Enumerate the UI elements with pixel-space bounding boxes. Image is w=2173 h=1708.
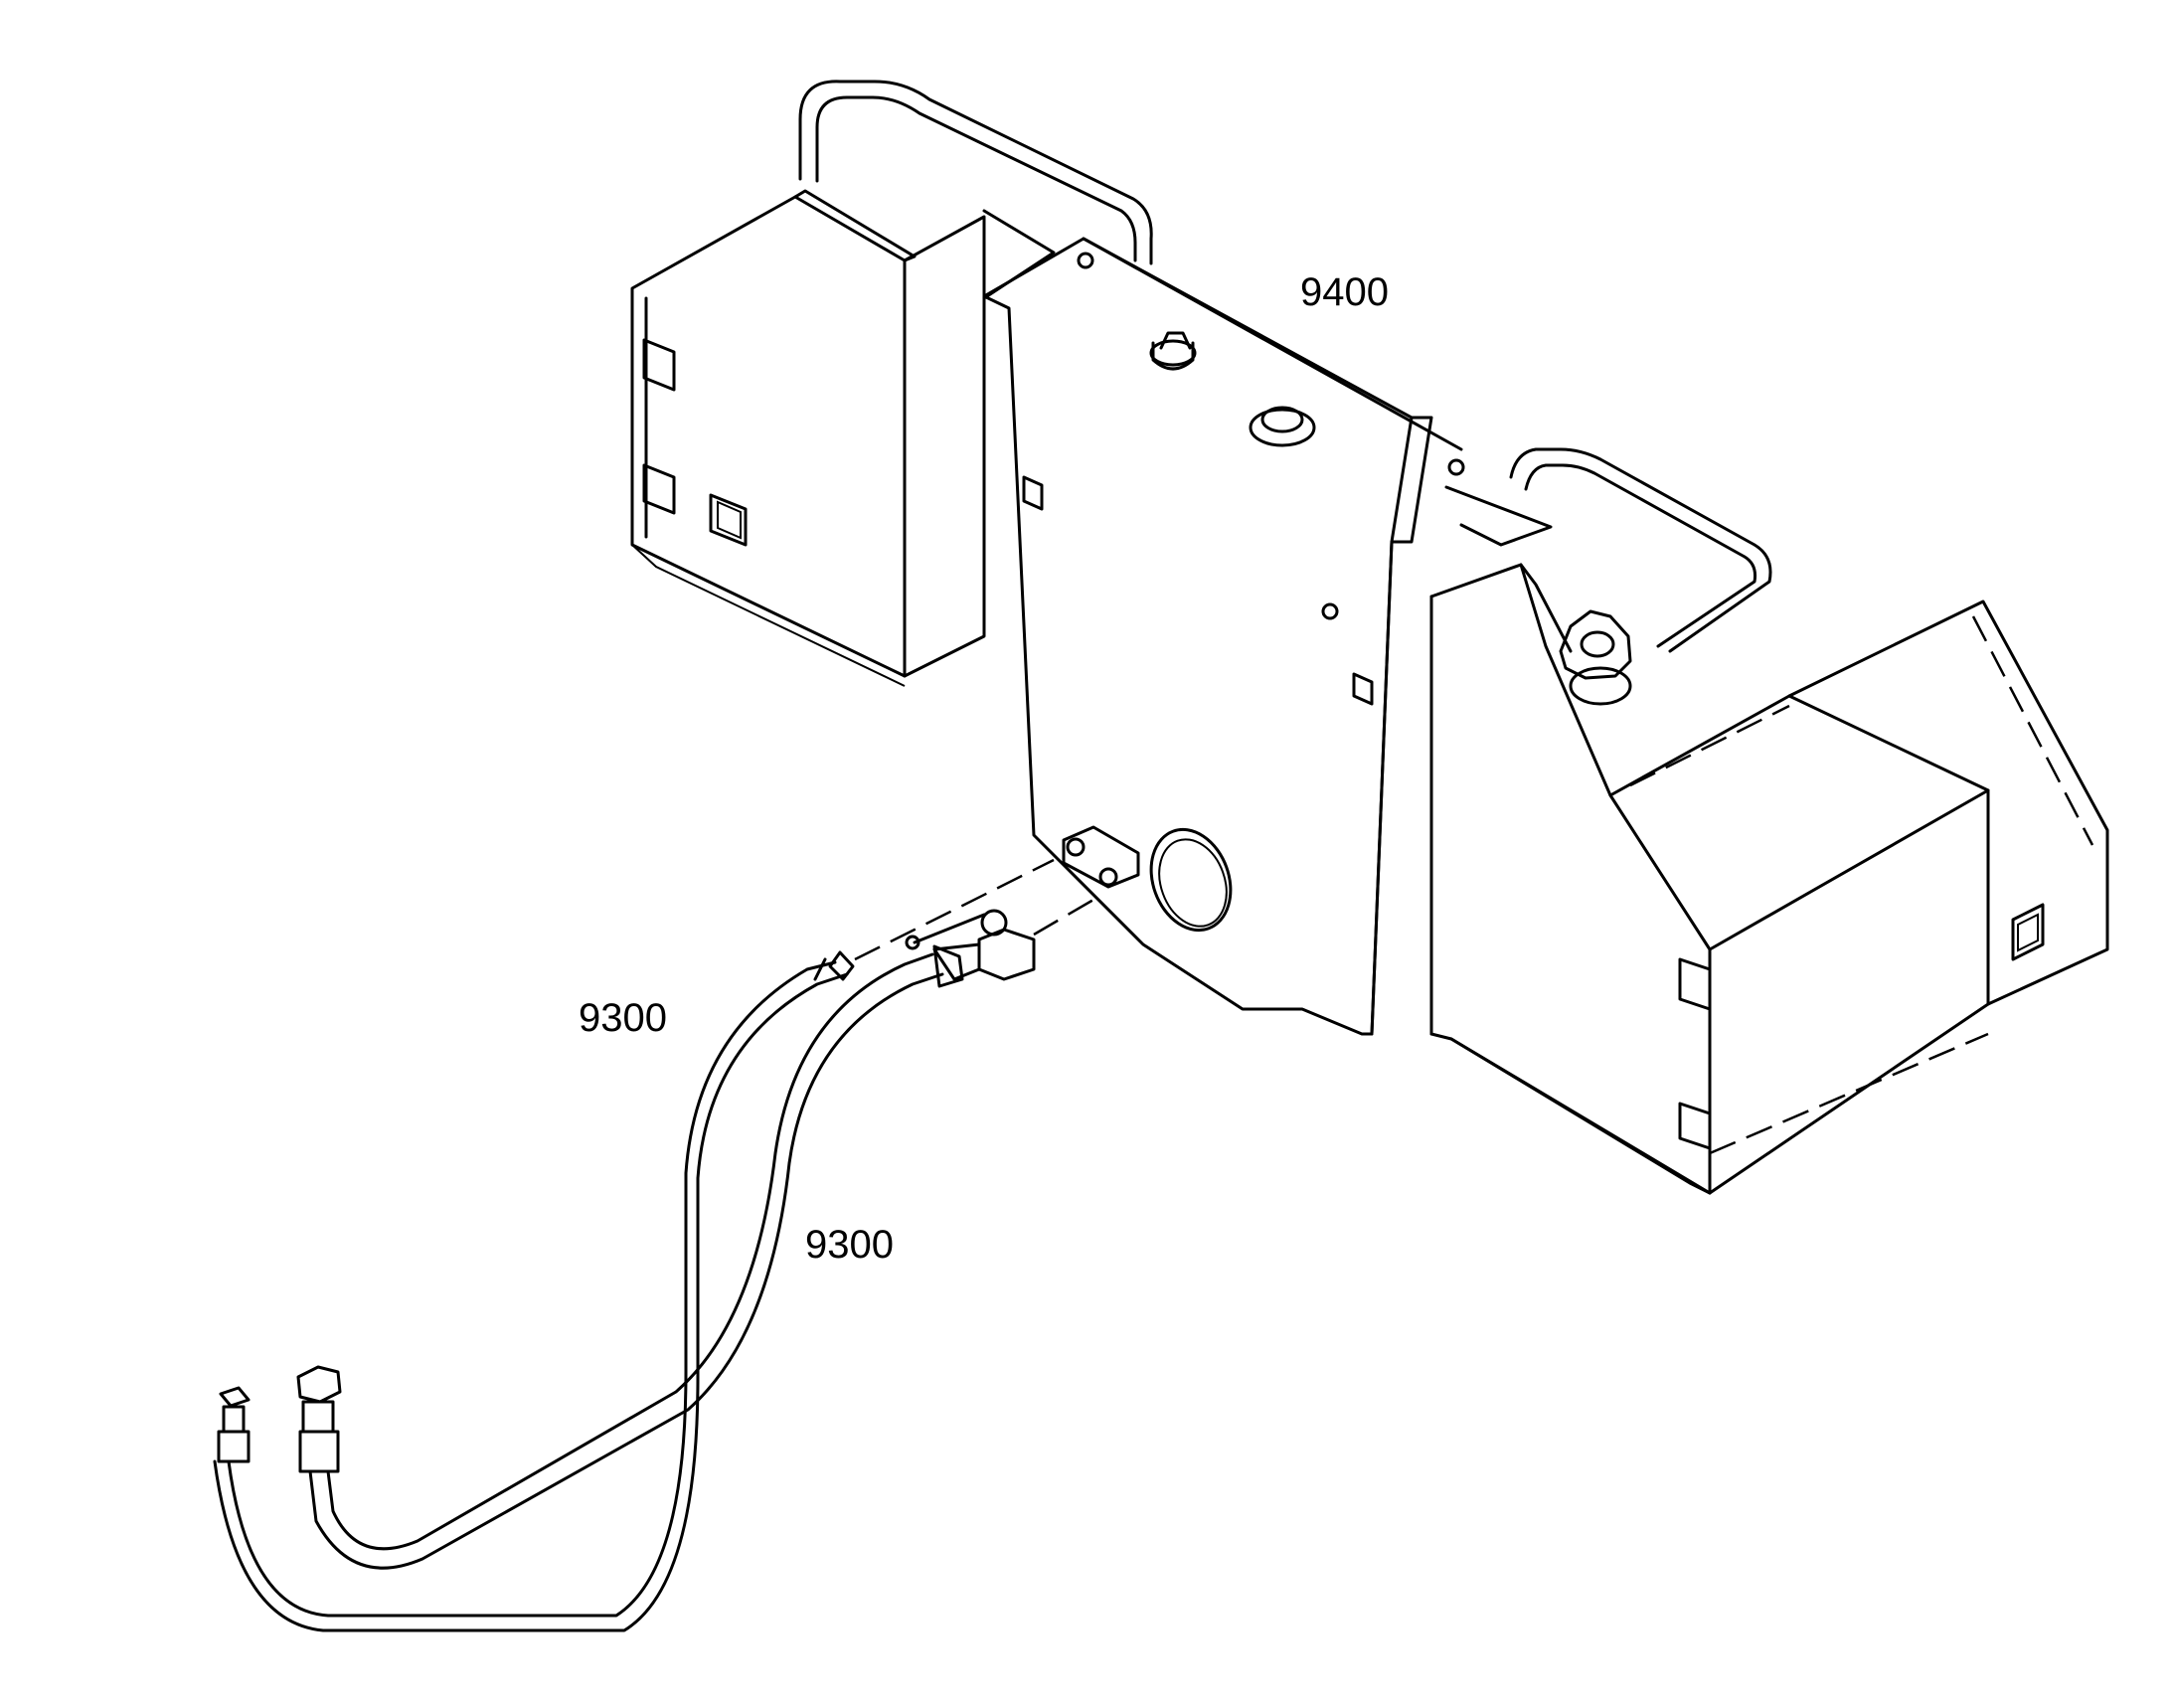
tank-body: [982, 237, 1553, 1036]
part-number-9300-lower: 9300: [805, 1223, 894, 1267]
ball-valve: [854, 858, 1094, 981]
right-handle: [1509, 447, 1772, 653]
part-number-9300-upper: 9300: [579, 996, 667, 1040]
left-handle: [798, 80, 1153, 265]
right-box: [1429, 563, 2109, 1195]
hose-lower: [308, 944, 964, 1570]
hose-upper: [213, 950, 855, 1632]
part-number-9400: 9400: [1300, 270, 1389, 314]
left-box: [630, 189, 1056, 687]
hose-end-fittings: [217, 1365, 342, 1473]
